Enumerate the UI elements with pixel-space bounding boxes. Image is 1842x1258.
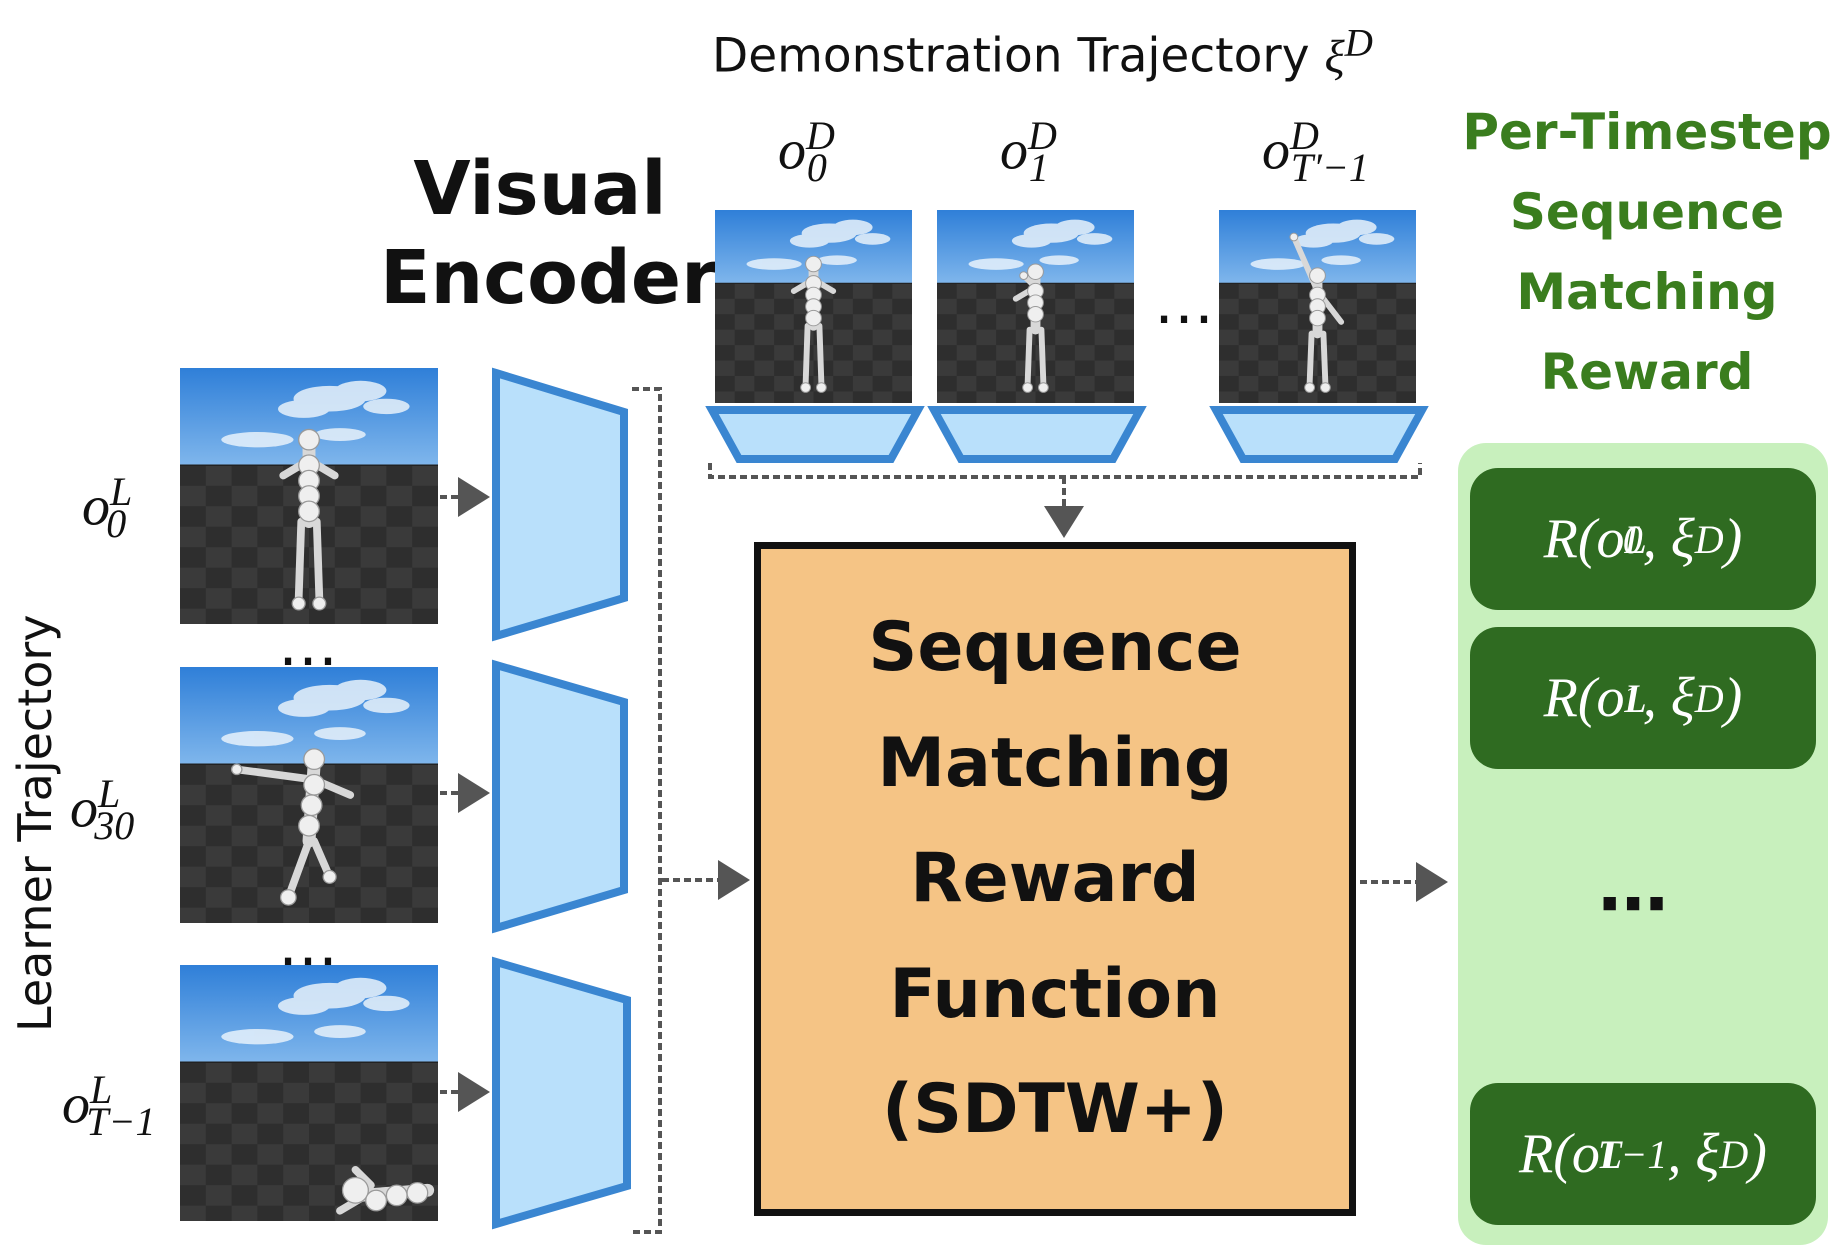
scene-svg <box>180 667 438 923</box>
encoder-learner-30 <box>492 659 628 934</box>
per-timestep-title: Per-Timestep Sequence Matching Reward <box>1462 103 1832 401</box>
demo-ellipsis: … <box>1154 268 1218 338</box>
demo-title-symbol: ξD <box>1324 21 1373 83</box>
humanoid-figure <box>336 1165 435 1215</box>
clouds <box>221 679 410 747</box>
scene-svg <box>180 368 438 624</box>
demo-frame-last <box>1219 210 1416 403</box>
clouds <box>968 219 1113 270</box>
demo-frame-0 <box>715 210 912 403</box>
sdtw-box: Sequence Matching Reward Function (SDTW+… <box>754 542 1356 1216</box>
humanoid-figure <box>279 428 339 611</box>
scene-svg <box>180 965 438 1221</box>
encoder-demo-1 <box>927 406 1147 463</box>
sdtw-line-3: Reward <box>910 839 1200 919</box>
learner-obs-label-30: oL30 <box>70 771 135 848</box>
encoder-learner-0 <box>492 367 628 642</box>
clouds <box>221 977 410 1045</box>
encoder-demo-last <box>1209 406 1429 463</box>
sdtw-line-2: Matching <box>877 723 1233 803</box>
sdtw-line-5: (SDTW+) <box>882 1070 1228 1150</box>
learner-obs-label-0: oL0 <box>82 469 133 546</box>
clouds <box>746 219 891 270</box>
scene-svg <box>937 210 1134 403</box>
demo-obs-label-last: oDT′−1 <box>1262 113 1369 190</box>
demo-obs-label-0: oD0 <box>778 113 835 190</box>
learner-frame-last <box>180 965 438 1221</box>
demo-frame-1 <box>937 210 1134 403</box>
scene-svg <box>715 210 912 403</box>
humanoid-figure <box>790 255 837 393</box>
demo-bracket <box>708 463 1422 479</box>
learner-frame-30 <box>180 667 438 923</box>
clouds <box>221 380 410 448</box>
sdtw-line-1: Sequence <box>868 608 1242 688</box>
learner-bracket <box>632 387 662 1234</box>
humanoid-figure <box>1012 263 1049 393</box>
reward-ellipsis: ⋯ <box>1598 863 1672 945</box>
floor-tiles <box>180 465 438 624</box>
learner-obs-label-last: oLT−1 <box>62 1067 156 1144</box>
encoder-learner-last <box>492 956 631 1230</box>
demonstration-title: Demonstration Trajectory ξD <box>712 21 1373 84</box>
scene-svg <box>1219 210 1416 403</box>
humanoid-figure <box>1289 232 1345 393</box>
learner-frame-0 <box>180 368 438 624</box>
floor-tiles <box>1219 283 1416 403</box>
humanoid-figure <box>230 748 355 906</box>
demo-obs-label-1: oD1 <box>1000 113 1057 190</box>
encoder-demo-0 <box>705 406 925 463</box>
sdtw-line-4: Function <box>889 954 1221 1034</box>
visual-encoder-label: Visual Encoder <box>380 146 718 321</box>
clouds <box>1250 219 1395 270</box>
